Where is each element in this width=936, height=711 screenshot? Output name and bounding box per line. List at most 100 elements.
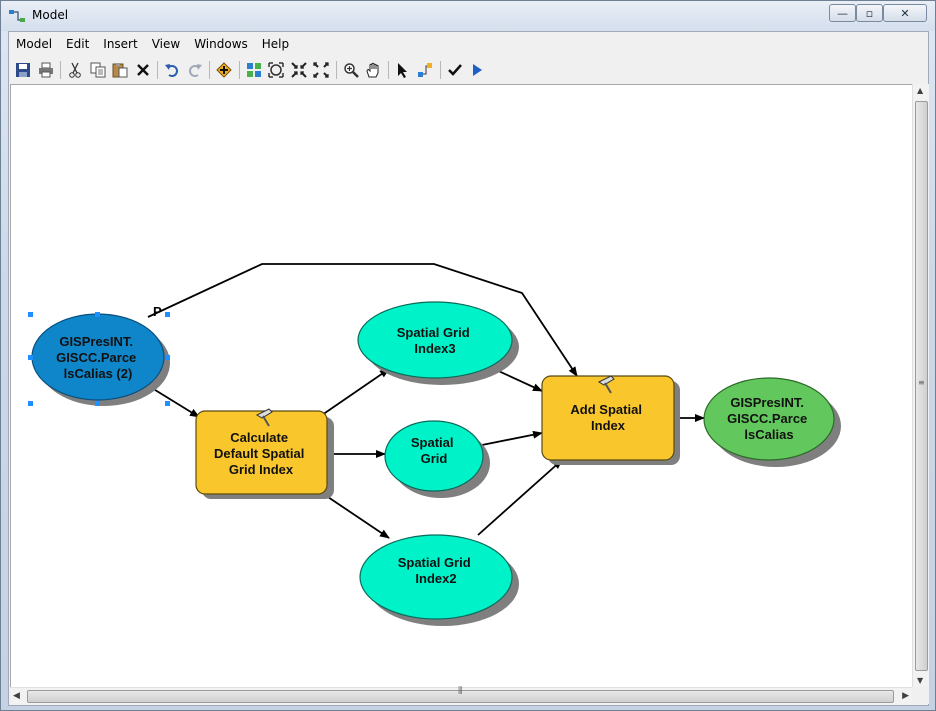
connector-calc-to-index2[interactable] [321, 492, 390, 539]
model-canvas[interactable]: GISPresINT. GISCC.Parce lsCalias (2) P [10, 84, 912, 687]
add-data-button[interactable] [214, 60, 234, 80]
vertical-scroll-thumb[interactable] [915, 101, 928, 671]
index2-label-line-2: Index2 [415, 571, 456, 586]
connector-grid-to-add[interactable] [481, 430, 543, 446]
redo-button[interactable] [185, 60, 205, 80]
connector-index2-to-add[interactable] [477, 459, 563, 536]
menu-help[interactable]: Help [261, 37, 290, 51]
toolbar [13, 59, 490, 81]
cut-button[interactable] [65, 60, 85, 80]
svg-text:Spatial Grid: Spatial Grid [411, 435, 457, 466]
output-label-line-2: GISCC.Parce [727, 411, 807, 426]
copy-icon [90, 62, 105, 78]
connector-index3-to-add[interactable] [491, 367, 543, 392]
grid-label-line-1: Spatial [411, 435, 454, 450]
connect-button[interactable] [415, 60, 435, 80]
input-label-line-3: lsCalias (2) [64, 366, 133, 381]
connect-icon [418, 63, 432, 77]
scroll-down-arrow-icon[interactable]: ▼ [917, 676, 924, 685]
scroll-left-arrow-icon[interactable]: ◀ [13, 691, 20, 701]
save-button[interactable] [13, 60, 33, 80]
selection-handles[interactable] [28, 312, 170, 406]
toolbar-separator [209, 61, 210, 79]
connector-input-to-calc[interactable] [146, 384, 200, 418]
output-dataset-node[interactable]: GISPresINT. GISCC.Parce lsCalias [703, 377, 835, 461]
scroll-right-arrow-icon[interactable]: ▶ [902, 691, 909, 701]
index3-label-line-1: Spatial Grid [397, 325, 470, 340]
scroll-up-arrow-icon[interactable]: ▲ [917, 86, 924, 95]
svg-text:GISPresINT. GISCC.Pa: GISPresINT. GISCC.Parce lsCalias [727, 395, 811, 442]
horizontal-scroll-thumb[interactable] [27, 690, 894, 703]
delete-button[interactable] [133, 60, 153, 80]
spatial-grid-index2-node[interactable]: Spatial Grid Index2 [359, 534, 513, 620]
menu-model[interactable]: Model [16, 37, 53, 51]
menu-view[interactable]: View [151, 37, 181, 51]
parameter-marker: P [153, 304, 162, 319]
validate-button[interactable] [445, 60, 465, 80]
vertical-scrollbar[interactable]: ▲ ≡ ▼ [912, 84, 929, 687]
grip-icon: ≡ [918, 378, 925, 387]
menu-bar: Model Edit Insert View Windows Help [9, 34, 296, 56]
add-data-icon [216, 62, 232, 78]
validate-icon [447, 64, 462, 76]
spatial-grid-index3-node[interactable]: Spatial Grid Index3 [357, 301, 513, 379]
svg-text:GISPresINT. GISCC.Pa: GISPresINT. GISCC.Parce lsCalias (2) [56, 334, 140, 381]
connector-calc-to-index3[interactable] [321, 368, 390, 416]
full-extent-icon [268, 62, 284, 78]
calculate-spatial-grid-index-tool[interactable]: Calculate Default Spatial Grid Index [195, 408, 328, 495]
zoom-button[interactable] [341, 60, 361, 80]
save-icon [16, 63, 30, 77]
zoom-out-fixed-icon [313, 62, 329, 78]
window-title: Model [32, 8, 69, 22]
pan-button[interactable] [363, 60, 383, 80]
toolbar-separator [387, 61, 389, 79]
output-label-line-3: lsCalias [744, 427, 793, 442]
paste-icon [112, 63, 128, 78]
auto-layout-icon [246, 63, 261, 77]
minimize-button[interactable]: — [829, 4, 856, 22]
model-app-icon [9, 10, 25, 22]
pan-icon [366, 62, 379, 78]
print-icon [38, 62, 53, 78]
restore-button[interactable]: ▫ [856, 4, 883, 22]
paste-button[interactable] [110, 60, 130, 80]
svg-text:Add Spatial Index: Add Spatial Index [570, 402, 645, 433]
grid-label-line-2: Grid [421, 451, 448, 466]
add-label-line-1: Add Spatial [570, 402, 642, 417]
output-label-line-1: GISPresINT. [730, 395, 804, 410]
select-button[interactable] [393, 60, 413, 80]
grip-icon: ⦀ [458, 686, 463, 697]
add-spatial-index-tool[interactable]: Add Spatial Index [541, 375, 675, 461]
menu-insert[interactable]: Insert [103, 37, 138, 51]
spatial-grid-node[interactable]: Spatial Grid [384, 420, 484, 492]
input-dataset-node[interactable]: GISPresINT. GISCC.Parce lsCalias (2) [31, 313, 165, 401]
hammer-icon [255, 408, 273, 427]
calc-label-line-2: Default Spatial [214, 446, 304, 461]
print-button[interactable] [36, 60, 56, 80]
title-bar[interactable]: Model — ▫ ✕ [1, 1, 935, 31]
close-button[interactable]: ✕ [883, 4, 927, 22]
zoom-in-fixed-button[interactable] [289, 60, 309, 80]
toolbar-separator [60, 61, 61, 79]
svg-text:Calculate Default Sp: Calculate Default Spatial Grid Index [214, 430, 308, 477]
horizontal-scrollbar[interactable]: ◀ ⦀ ▶ [10, 686, 912, 704]
zoom-out-fixed-button[interactable] [311, 60, 331, 80]
toolbar-separator [157, 61, 158, 79]
auto-layout-button[interactable] [244, 60, 264, 80]
copy-button[interactable] [88, 60, 108, 80]
zoom-icon [343, 63, 359, 78]
menu-windows[interactable]: Windows [194, 37, 248, 51]
svg-text:Spatial Grid Index3: Spatial Grid Index3 [397, 325, 474, 356]
menu-edit[interactable]: Edit [66, 37, 90, 51]
toolbar-separator [335, 61, 337, 79]
hammer-icon [597, 375, 615, 394]
index3-label-line-2: Index3 [414, 341, 455, 356]
index2-label-line-1: Spatial Grid [398, 555, 471, 570]
connector-input-to-add-index[interactable] [147, 263, 578, 377]
input-label-line-2: GISCC.Parce [56, 350, 136, 365]
run-button[interactable] [467, 60, 487, 80]
undo-button[interactable] [162, 60, 182, 80]
full-extent-button[interactable] [266, 60, 286, 80]
calc-label-line-1: Calculate [230, 430, 288, 445]
